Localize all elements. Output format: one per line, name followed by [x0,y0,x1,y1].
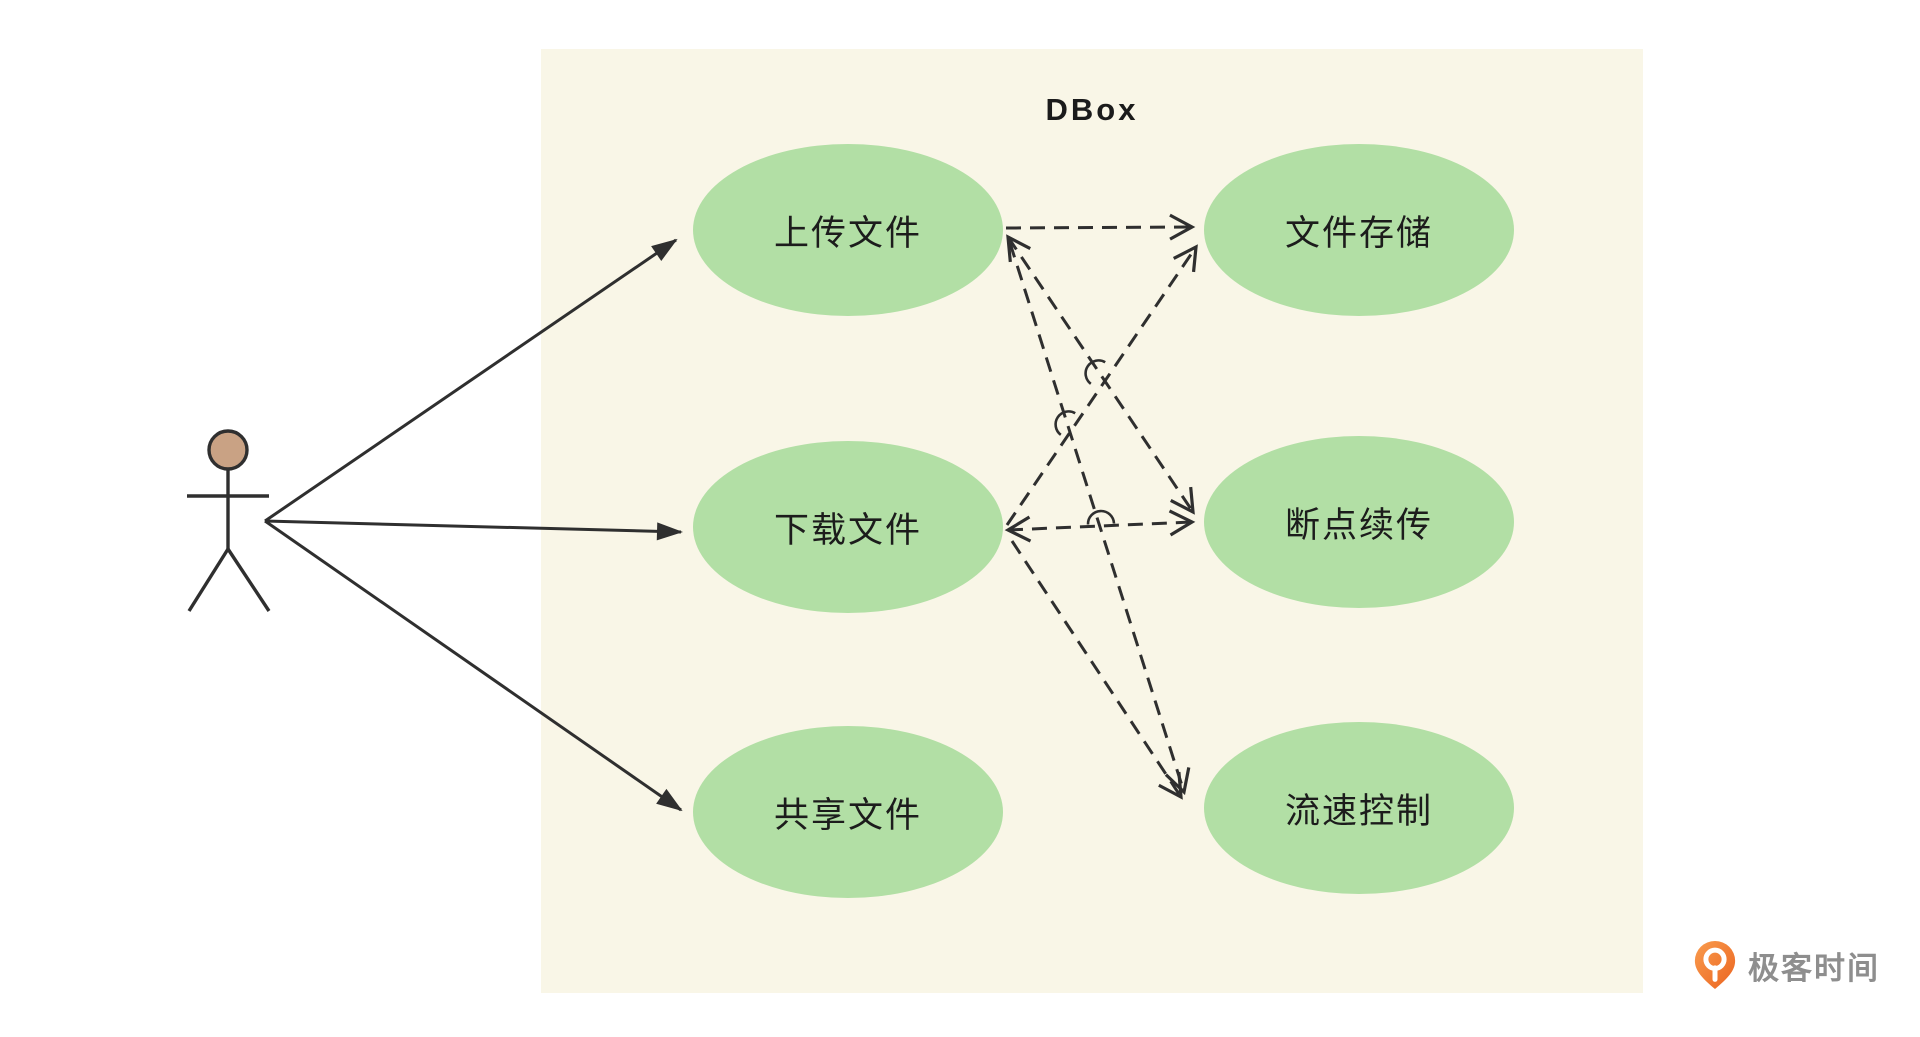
usecase-download-label: 下载文件 [773,510,922,550]
usecase-upload: 上传文件 [693,144,1003,316]
usecase-resume-label: 断点续传 [1284,505,1433,545]
usecase-share: 共享文件 [693,726,1003,898]
actor-leg-right [226,548,271,612]
usecase-storage: 文件存储 [1204,144,1514,316]
geektime-logo: 极客时间 [1692,940,1880,991]
usecase-rate-label: 流速控制 [1284,791,1433,831]
usecase-resume: 断点续传 [1204,436,1514,608]
system-title: DBox [1045,92,1139,127]
usecase-storage-label: 文件存储 [1284,213,1433,253]
actor-leg-left [187,548,230,612]
usecase-share-label: 共享文件 [773,795,922,835]
actor-icon [187,429,271,612]
usecase-upload-label: 上传文件 [773,213,922,253]
usecase-rate: 流速控制 [1204,722,1514,894]
usecase-download: 下载文件 [693,441,1003,613]
geektime-logo-icon [1694,941,1736,989]
geektime-logo-text: 极客时间 [1748,951,1880,986]
actor-head [207,429,249,471]
